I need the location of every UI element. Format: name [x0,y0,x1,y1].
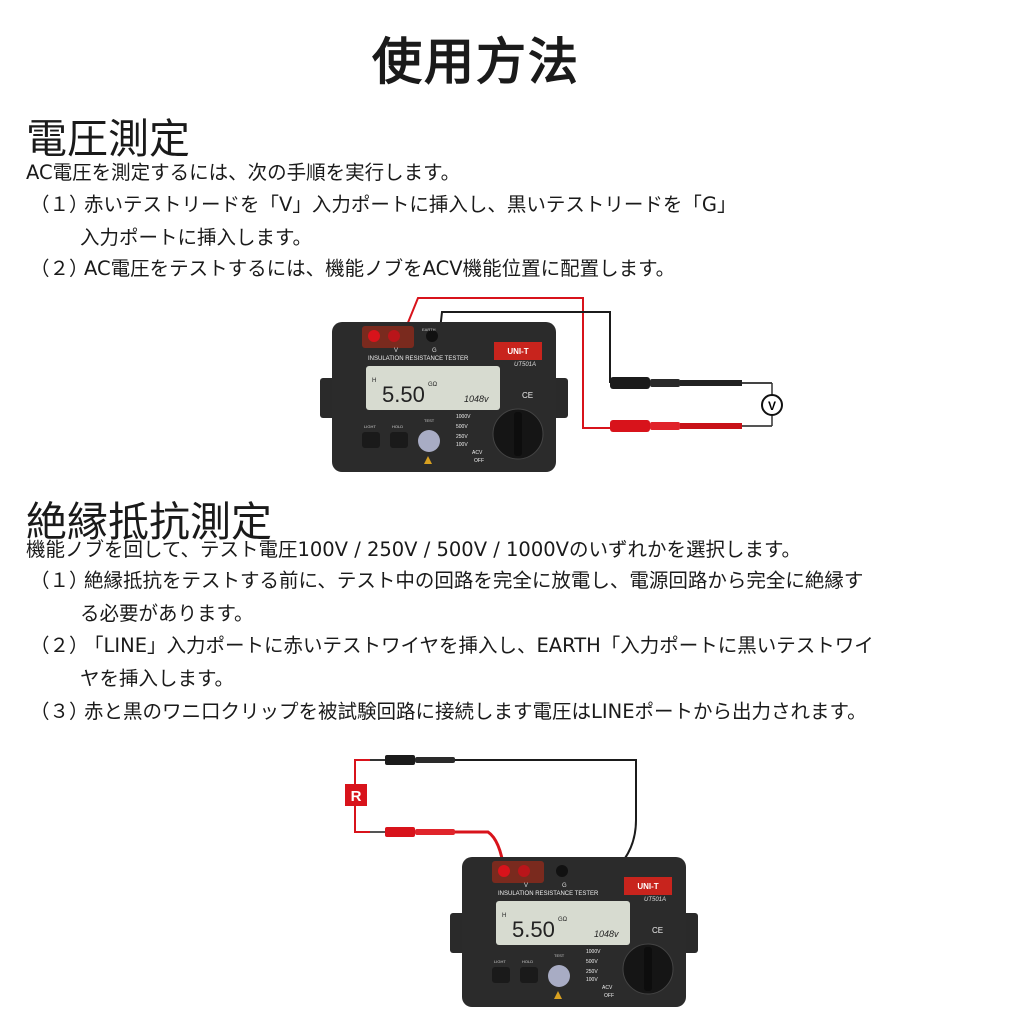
svg-text:V: V [524,883,528,889]
insulation-intro: 機能ノブを回して、テスト電圧100V / 250V / 500V / 1000V… [26,538,802,561]
insulation-step-2-num: （２） [30,634,89,657]
svg-text:ACV: ACV [602,985,613,991]
black-wire-2 [455,759,637,871]
red-probe [610,420,772,432]
insulation-step-3-line1: 赤と黒のワニ口クリップを被試験回路に接続します電圧はLINEポートから出力されま… [84,700,867,723]
voltage-step-1-line1: 赤いテストリードを「V」入力ポートに挿入し、黒いテストリードを「G」 [84,193,737,216]
svg-text:100V: 100V [456,442,468,448]
tester-device-1: V G EARTH INSULATION RESISTANCE TESTER U… [320,322,568,472]
svg-text:1000V: 1000V [586,949,601,955]
svg-text:250V: 250V [586,969,598,975]
black-clip [370,755,455,765]
voltmeter-symbol: V [768,399,776,413]
red-wire [404,297,610,429]
voltage-step-2-line1: AC電圧をテストするには、機能ノブをACV機能位置に配置します。 [84,257,676,280]
insulation-step-1-line1: 絶縁抵抗をテストする前に、テスト中の回路を完全に放電し、電源回路から完全に絶縁す [84,569,864,592]
svg-text:500V: 500V [456,424,468,430]
svg-text:G: G [562,883,567,889]
svg-text:100V: 100V [586,977,598,983]
svg-text:EARTH: EARTH [422,327,436,332]
insulation-step-2-line2: ヤを挿入します。 [80,667,235,690]
svg-text:OFF: OFF [474,458,484,464]
svg-text:5.50: 5.50 [382,382,425,407]
voltmeter-icon [761,394,783,416]
svg-text:1048v: 1048v [594,929,619,939]
svg-text:H: H [502,913,506,919]
svg-text:LIGHT: LIGHT [364,424,376,429]
svg-text:5.50: 5.50 [512,917,555,942]
svg-text:1048v: 1048v [464,394,489,404]
resistor-icon [345,784,367,806]
black-probe [610,377,772,389]
svg-text:ACV: ACV [472,450,483,456]
voltage-heading: 電圧測定 [26,115,190,163]
svg-text:GΩ: GΩ [558,917,568,923]
svg-text:UNI-T: UNI-T [507,347,528,356]
svg-text:GΩ: GΩ [428,382,438,388]
black-wire [439,311,611,383]
voltage-intro: AC電圧を測定するには、次の手順を実行します。 [26,161,461,184]
svg-text:HOLD: HOLD [392,424,403,429]
svg-text:UT501A: UT501A [644,897,666,903]
insulation-step-3-num: （３） [30,700,89,723]
svg-text:TEST: TEST [424,418,435,423]
svg-text:500V: 500V [586,959,598,965]
svg-text:V: V [394,348,398,354]
svg-text:TEST: TEST [554,953,565,958]
svg-text:1000V: 1000V [456,414,471,420]
insulation-step-1-num: （１） [30,569,89,592]
voltage-step-1-num: （１） [30,193,89,216]
svg-text:250V: 250V [456,434,468,440]
svg-text:HOLD: HOLD [522,959,533,964]
voltage-step-1-line2: 入力ポートに挿入します。 [80,226,313,249]
insulation-step-1-line2: る必要があります。 [80,602,254,625]
svg-text:UT501A: UT501A [514,362,536,368]
red-clip [370,827,455,837]
insulation-step-2-line1: 「LINE」入力ポートに赤いテストワイヤを挿入し、EARTH「入力ポートに黒いテ… [84,634,874,657]
svg-text:G: G [432,348,437,354]
page-title: 使用方法 [372,33,580,91]
svg-text:INSULATION RESISTANCE TESTER: INSULATION RESISTANCE TESTER [498,891,599,897]
svg-text:CE: CE [522,391,533,400]
resistor-symbol: R [351,788,362,805]
svg-text:UNI-T: UNI-T [637,882,658,891]
svg-text:H: H [372,378,376,384]
svg-text:OFF: OFF [604,993,614,999]
svg-text:LIGHT: LIGHT [494,959,506,964]
tester-device-2: V G INSULATION RESISTANCE TESTER UNI-T U… [450,857,698,1007]
voltage-step-2-num: （２） [30,257,89,280]
svg-text:CE: CE [652,926,663,935]
insulation-heading: 絶縁抵抗測定 [26,498,272,546]
svg-text:INSULATION RESISTANCE TESTER: INSULATION RESISTANCE TESTER [368,356,469,362]
